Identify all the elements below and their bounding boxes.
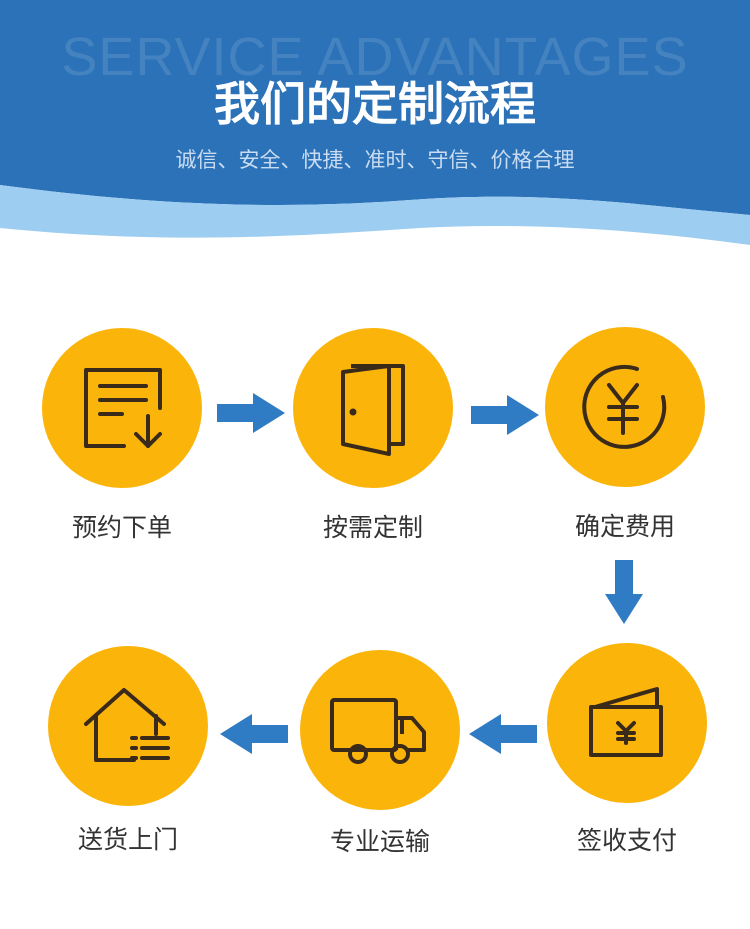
yuan-coin-icon	[582, 364, 667, 449]
step-circle	[300, 650, 460, 810]
step-label: 预约下单	[71, 513, 172, 542]
background-watermark-text: SERVICE ADVANTAGES	[61, 27, 689, 87]
step-confirm-cost: 确定费用	[545, 327, 705, 541]
page-subtitle: 诚信、安全、快捷、准时、守信、价格合理	[175, 148, 575, 172]
step-circle	[48, 646, 208, 806]
header-wave-background	[0, 0, 750, 245]
truck-icon	[330, 698, 426, 764]
arrow-down-icon	[605, 560, 643, 624]
header-banner: SERVICE ADVANTAGES 我们的定制流程 诚信、安全、快捷、准时、守…	[0, 0, 750, 260]
step-sign-pay: 签收支付	[547, 643, 707, 855]
document-download-icon	[84, 368, 162, 448]
arrow-left-icon	[220, 714, 288, 754]
step-label: 签收支付	[576, 826, 677, 855]
step-label: 专业运输	[329, 827, 430, 856]
arrow-right-icon	[217, 393, 285, 433]
step-label: 送货上门	[77, 825, 178, 854]
step-circle	[545, 327, 705, 487]
page-title: 我们的定制流程	[214, 77, 536, 131]
door-icon	[341, 364, 405, 456]
step-circle	[42, 328, 202, 488]
wallet-icon	[589, 687, 663, 757]
house-icon	[84, 688, 170, 762]
arrow-right-icon	[471, 395, 539, 435]
step-label: 确定费用	[574, 512, 675, 541]
step-circle	[293, 328, 453, 488]
step-circle	[547, 643, 707, 803]
step-label: 按需定制	[322, 513, 423, 542]
step-order: 预约下单	[42, 328, 202, 542]
step-transport: 专业运输	[300, 650, 460, 856]
step-customize: 按需定制	[293, 328, 453, 542]
step-delivery: 送货上门	[48, 646, 208, 854]
arrow-left-icon	[469, 714, 537, 754]
